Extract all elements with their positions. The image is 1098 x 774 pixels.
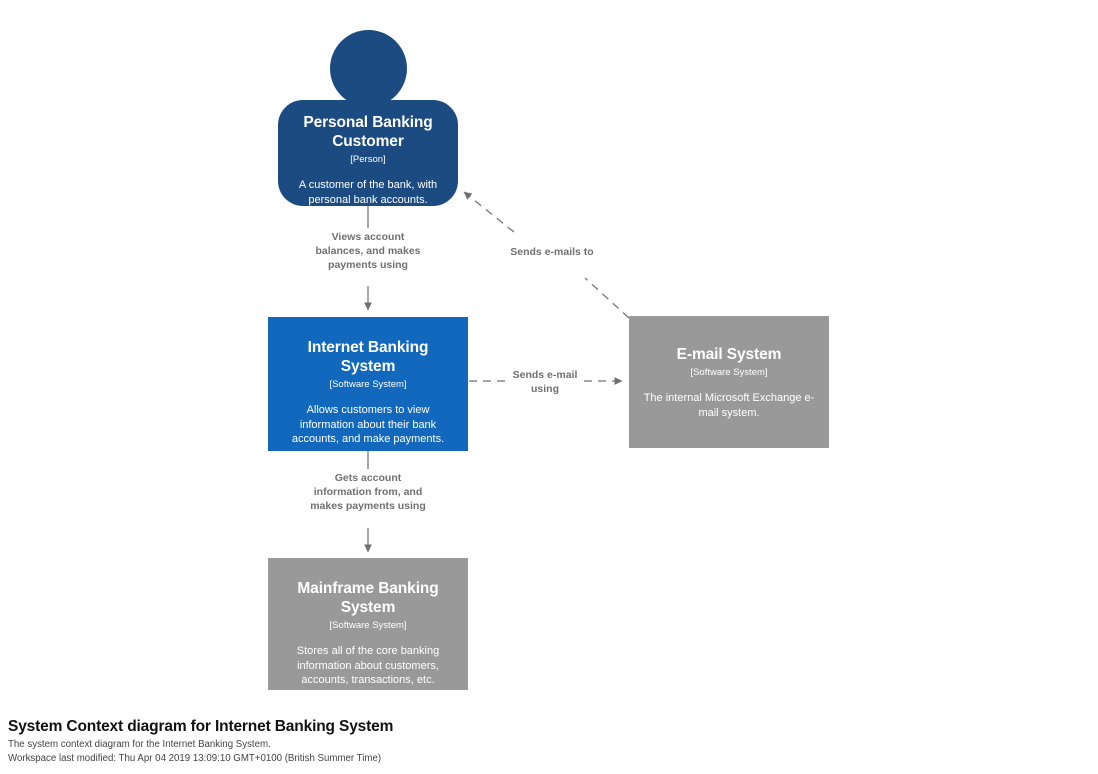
diagram-title: System Context diagram for Internet Bank… bbox=[8, 718, 394, 735]
element-name: Mainframe Banking System bbox=[297, 580, 439, 616]
element-internet-banking-system[interactable]: Internet Banking System [Software System… bbox=[268, 317, 468, 451]
element-name: Internet Banking System bbox=[307, 339, 429, 375]
workspace-last-modified: Workspace last modified: Thu Apr 04 2019… bbox=[8, 752, 382, 764]
element-type: [Software System] bbox=[690, 366, 768, 378]
element-email-system[interactable]: E-mail System [Software System] The inte… bbox=[629, 316, 829, 448]
element-name: Personal Banking Customer bbox=[303, 114, 433, 150]
relationship-label-customer-to-internet-banking: Views account balances, and makes paymen… bbox=[315, 231, 421, 271]
element-type: [Software System] bbox=[329, 619, 407, 631]
person-body: Personal Banking Customer [Person] A cus… bbox=[278, 100, 458, 206]
element-description: The internal Microsoft Exchange e-mail s… bbox=[643, 392, 815, 419]
element-name: E-mail System bbox=[676, 346, 782, 363]
relationship-label-email-to-customer: Sends e-mails to bbox=[510, 246, 594, 258]
relationship-label-internet-banking-to-mainframe: Gets account information from, and makes… bbox=[310, 472, 426, 512]
diagram-footer: System Context diagram for Internet Bank… bbox=[8, 718, 393, 766]
element-description: A customer of the bank, with personal ba… bbox=[298, 179, 438, 206]
diagram-description: The system context diagram for the Inter… bbox=[8, 739, 271, 750]
element-mainframe-banking-system[interactable]: Mainframe Banking System [Software Syste… bbox=[268, 558, 468, 690]
person-head-icon bbox=[330, 30, 407, 107]
element-description: Allows customers to view information abo… bbox=[291, 404, 445, 446]
element-type: [Software System] bbox=[329, 378, 407, 390]
element-personal-banking-customer[interactable]: Personal Banking Customer [Person] A cus… bbox=[278, 30, 458, 206]
element-description: Stores all of the core banking informati… bbox=[296, 645, 440, 687]
element-type: [Person] bbox=[350, 153, 386, 165]
relationship-label-internet-banking-to-email: Sends e-mail using bbox=[512, 369, 578, 395]
